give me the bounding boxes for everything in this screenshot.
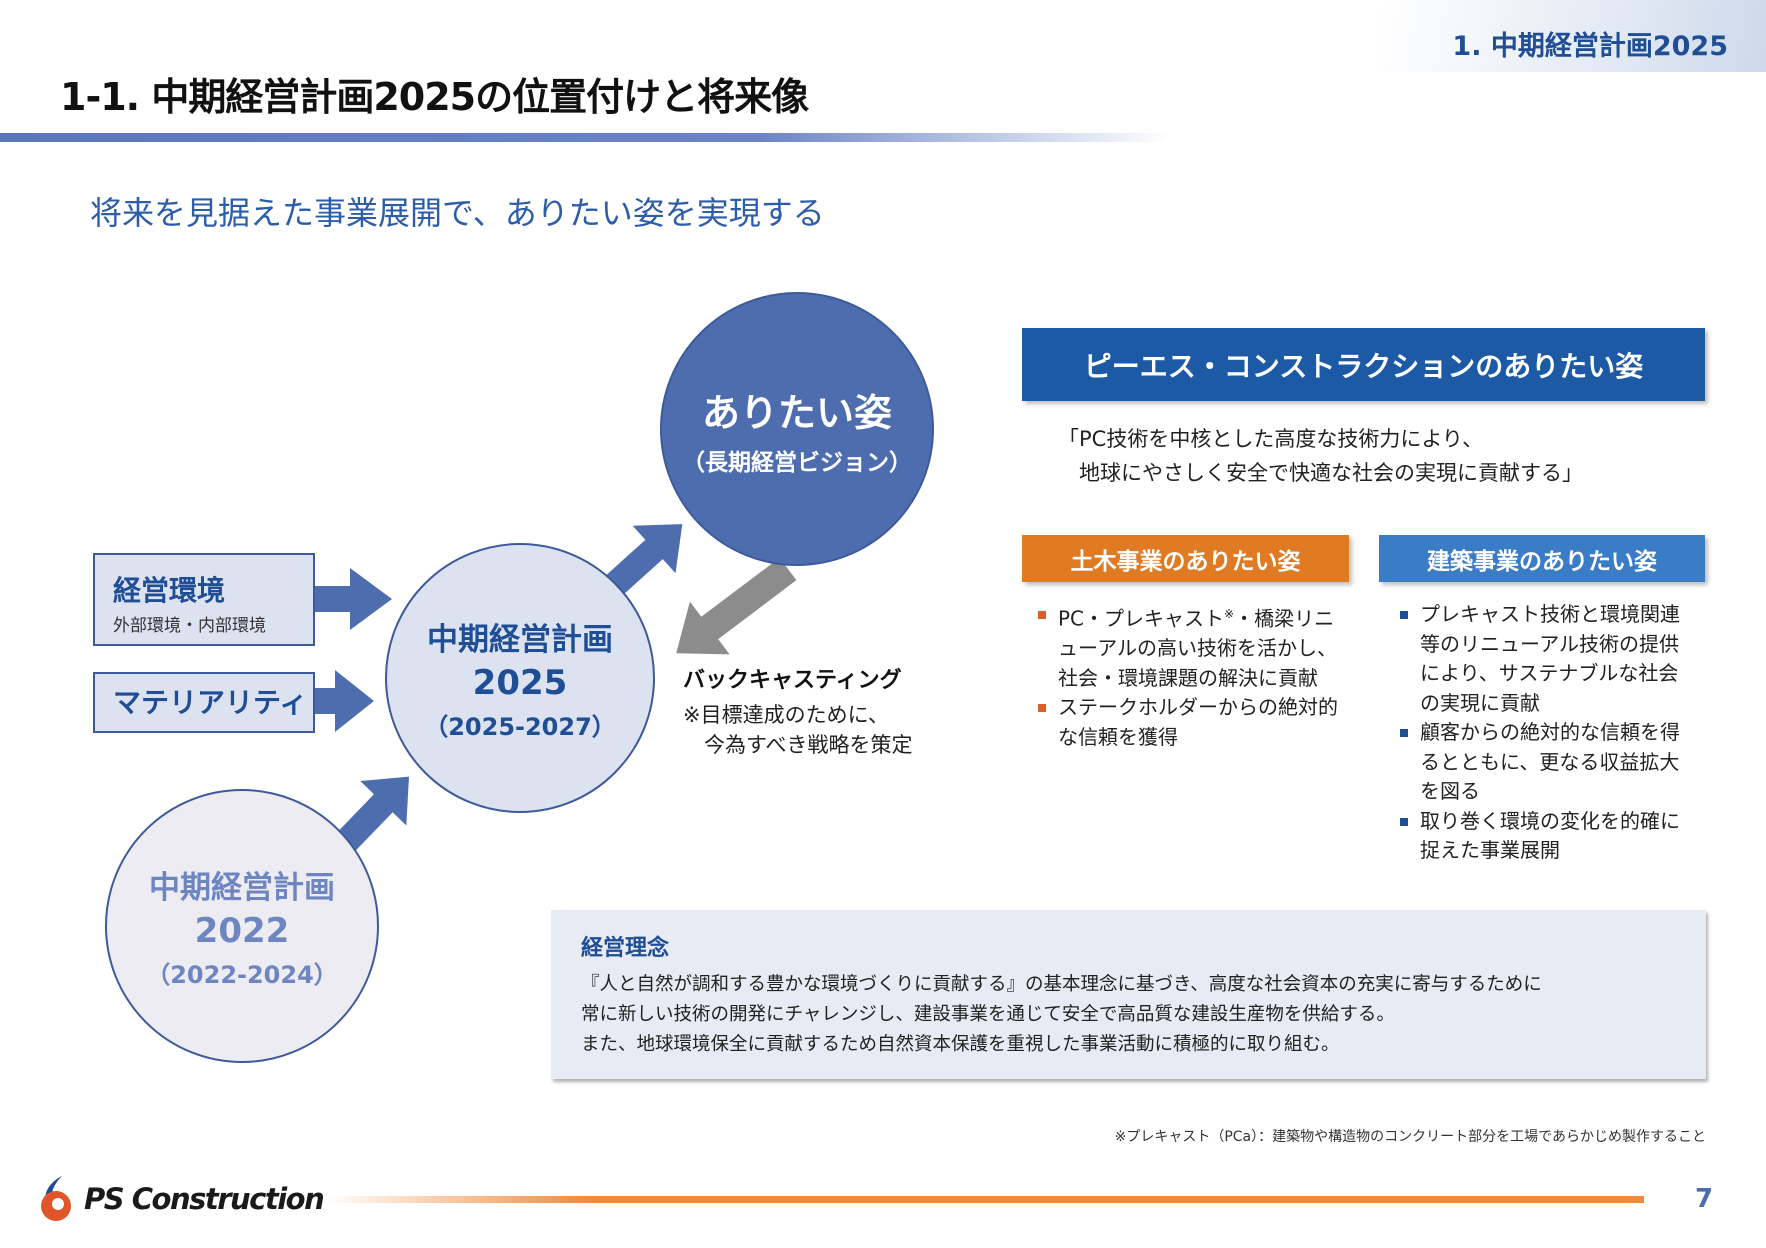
philosophy-line: 『人と自然が調和する豊かな環境づくりに貢献する』の基本理念に基づき、高度な社会資… <box>581 974 1542 995</box>
list-item: 顧客からの絶対的な信頼を得るとともに、更なる収益拡大を図る <box>1398 718 1698 807</box>
list-item-text: ステークホルダーからの絶対的な信頼を獲得 <box>1058 695 1338 749</box>
philosophy-title: 経営理念 <box>581 936 670 961</box>
bullet-icon <box>1400 729 1408 737</box>
philosophy-line: また、地球環境保全に貢献するため自然資本保護を重視した事業活動に積極的に取り組む… <box>581 1034 1340 1055</box>
section-label: 1. 中期経営計画2025 <box>1452 31 1728 62</box>
list-item-text: プレキャスト技術と環境関連等のリニューアル技術の提供により、サステナブルな社会の… <box>1420 602 1680 715</box>
list-item: PC・プレキャスト※・橋梁リニューアルの高い技術を活かし、社会・環境課題の解決に… <box>1036 600 1346 693</box>
bullet-icon <box>1038 704 1046 713</box>
vision-quote-line: 地球にやさしく安全で快適な社会の実現に貢献する」 <box>1058 461 1583 485</box>
backcasting-title: バックキャスティング <box>683 668 902 693</box>
aritai-sub: （長期経営ビジョン） <box>682 449 912 476</box>
materiality-box: マテリアリティ <box>93 672 315 733</box>
backcasting-line: ※目標達成のために、 <box>683 703 889 727</box>
env-box-title: 経営環境 <box>113 574 226 607</box>
subtitle: 将来を見据えた事業展開で、ありたい姿を実現する <box>90 194 825 232</box>
backcasting-desc: ※目標達成のために、 今為すべき戦略を策定 <box>683 700 913 760</box>
aritai-title: ありたい姿 <box>701 390 892 435</box>
aritai-circle: ありたい姿 （長期経営ビジョン） <box>660 292 934 566</box>
company-logo: PS Construction <box>36 1174 325 1224</box>
footer-line <box>327 1196 1644 1203</box>
footnote: ※プレキャスト（PCa）：建築物や構造物のコンクリート部分を工場であらかじめ製作… <box>1114 1129 1706 1145</box>
env-box-sub: 外部環境・内部環境 <box>113 616 266 636</box>
list-item: プレキャスト技術と環境関連等のリニューアル技術の提供により、サステナブルな社会の… <box>1398 600 1698 718</box>
plan-2022-title: 中期経営計画 <box>149 870 335 906</box>
logo-mark-icon <box>41 1176 71 1221</box>
bullet-icon <box>1038 611 1046 619</box>
list-item: 取り巻く環境の変化を的確に捉えた事業展開 <box>1398 807 1698 866</box>
backcasting-note: バックキャスティング ※目標達成のために、 今為すべき戦略を策定 <box>683 662 913 760</box>
plan-2025-period: （2025-2027） <box>424 713 616 741</box>
vision-quote-line: 「PC技術を中核とした高度な技術力により、 <box>1058 427 1484 451</box>
page-title: 1-1. 中期経営計画2025の位置付けと将来像 <box>60 75 809 119</box>
arrow-backcasting <box>676 557 797 655</box>
management-philosophy-box: 経営理念 『人と自然が調和する豊かな環境づくりに貢献する』の基本理念に基づき、高… <box>551 910 1706 1079</box>
management-environment-box: 経営環境 外部環境・内部環境 <box>93 553 315 646</box>
footnote-mark: ※ <box>1224 607 1235 621</box>
civil-vision-list: PC・プレキャスト※・橋梁リニューアルの高い技術を活かし、社会・環境課題の解決に… <box>1036 600 1346 752</box>
page-number: 7 <box>1695 1184 1714 1214</box>
header-decoration <box>1380 0 1766 72</box>
list-item-text: 取り巻く環境の変化を的確に捉えた事業展開 <box>1420 808 1680 863</box>
plan-2022-period: （2022-2024） <box>146 961 338 989</box>
vision-quote: 「PC技術を中核とした高度な技術力により、 地球にやさしく安全で快適な社会の実現… <box>1058 422 1583 490</box>
list-item: ステークホルダーからの絶対的な信頼を獲得 <box>1036 693 1346 752</box>
arrow-materiality-to-plan <box>314 670 374 732</box>
vision-header: ピーエス・コンストラクションのありたい姿 <box>1022 328 1705 401</box>
arrow-2022-to-2025 <box>333 776 409 855</box>
list-item-text: 顧客からの絶対的な信頼を得るとともに、更なる収益拡大を図る <box>1420 720 1680 803</box>
bullet-icon <box>1400 611 1408 619</box>
philosophy-line: 常に新しい技術の開発にチャレンジし、建設事業を通じて安全で高品質な建設生産物を供… <box>581 1004 1395 1025</box>
list-item-text: ・橋梁リニューアルの高い技術を活かし、社会・環境課題の解決に貢献 <box>1058 606 1337 690</box>
arrow-env-to-plan <box>314 568 392 630</box>
architecture-vision-list: プレキャスト技術と環境関連等のリニューアル技術の提供により、サステナブルな社会の… <box>1398 600 1698 866</box>
list-item-text: PC・プレキャスト <box>1058 606 1225 631</box>
civil-vision-header: 土木事業のありたい姿 <box>1022 535 1349 582</box>
arrow-2025-to-aritai <box>599 524 683 601</box>
title-underline <box>0 133 1170 142</box>
backcasting-line: 今為すべき戦略を策定 <box>683 733 913 757</box>
bullet-icon <box>1400 817 1408 826</box>
plan-2025-year: 2025 <box>472 663 568 703</box>
architecture-vision-header: 建築事業のありたい姿 <box>1379 535 1705 582</box>
plan-2022-circle: 中期経営計画 2022 （2022-2024） <box>105 789 379 1063</box>
plan-2025-title: 中期経営計画 <box>427 622 613 658</box>
logo-text: PS Construction <box>84 1182 325 1216</box>
plan-2022-year: 2022 <box>194 911 290 951</box>
plan-2025-circle: 中期経営計画 2025 （2025-2027） <box>385 543 655 813</box>
